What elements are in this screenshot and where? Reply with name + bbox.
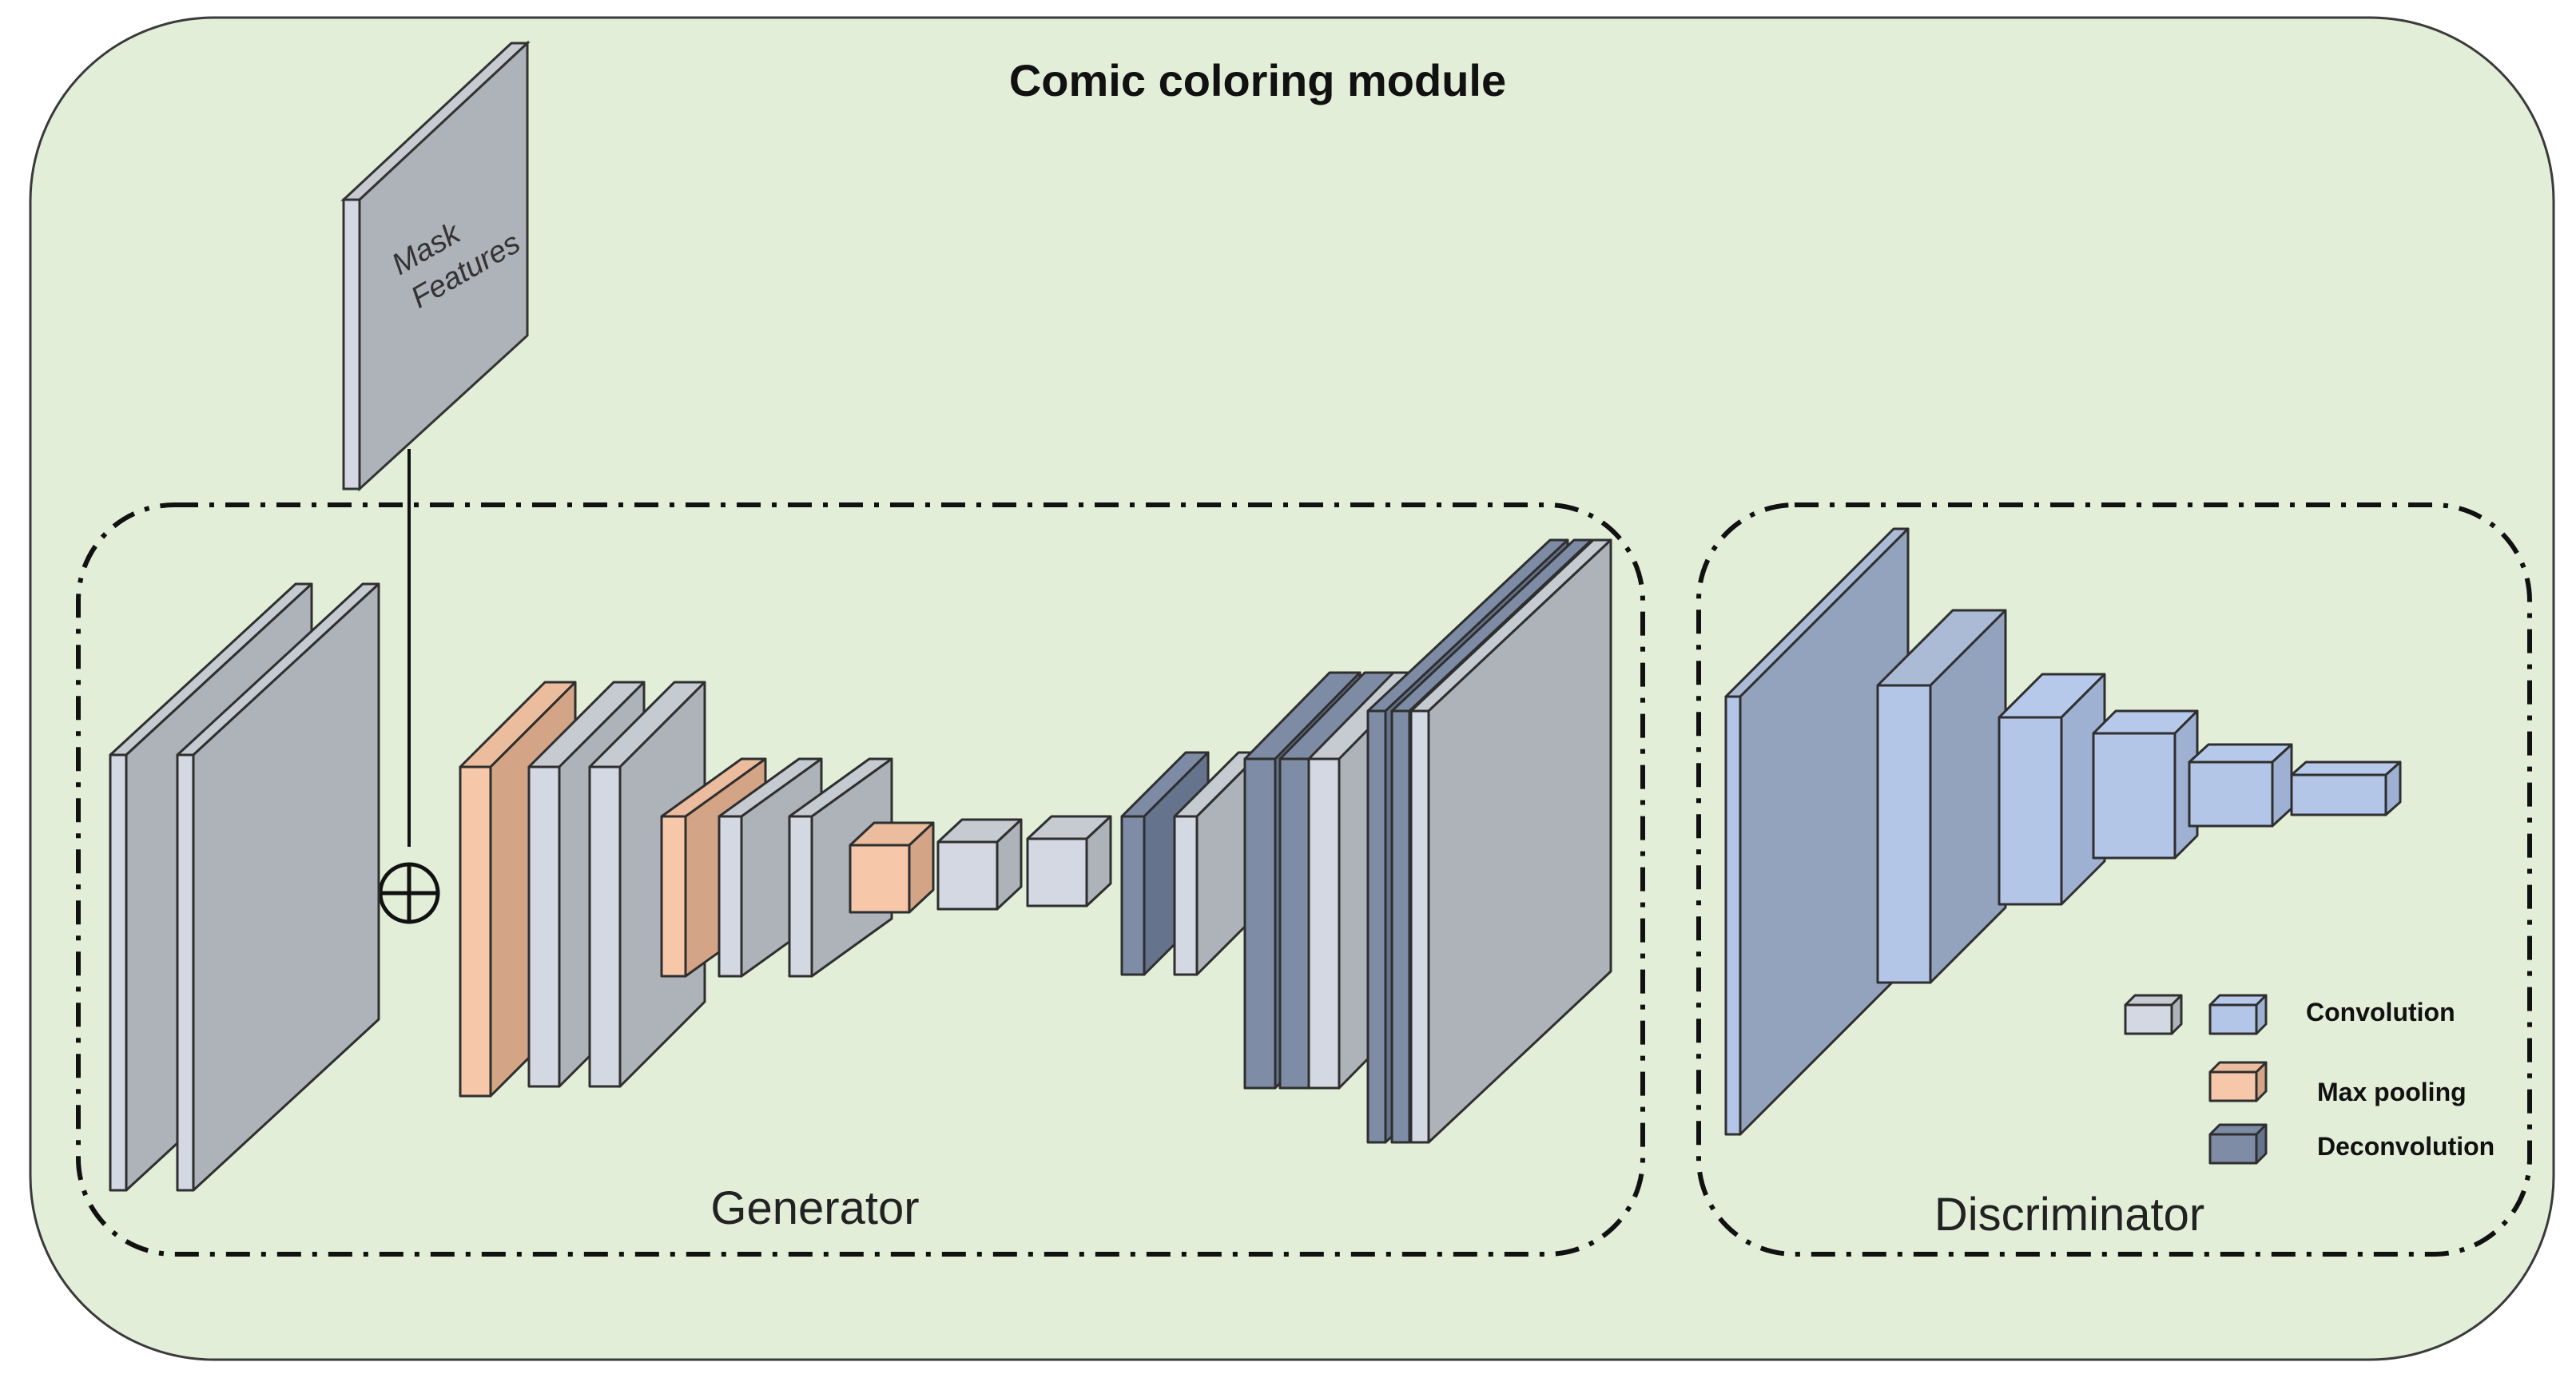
discriminator-region	[1696, 502, 2532, 1257]
output-layer	[1409, 538, 1612, 1144]
disc-layer-2	[1876, 609, 2007, 984]
disc-layer-3	[1998, 673, 2106, 906]
legend-label-max-pooling: Max pooling	[2317, 1078, 2467, 1106]
disc-layer-4	[2092, 709, 2199, 860]
input-layer-2	[176, 582, 380, 1192]
generator-region	[76, 502, 1645, 1257]
add-operator-icon	[378, 862, 440, 924]
legend-label-deconvolution: Deconvolution	[2317, 1132, 2495, 1161]
mask-features-layer: Mask Features	[340, 40, 531, 492]
module-title: Comic coloring module	[1009, 55, 1506, 105]
bottleneck-conv-2	[1026, 815, 1112, 907]
disc-layer-5	[2188, 743, 2293, 828]
discriminator-label: Discriminator	[1934, 1189, 2204, 1241]
convolution-block-icon	[2124, 994, 2183, 1035]
network-layers	[109, 527, 2402, 1192]
legend: Convolution Max pooling Deconvolution	[2124, 994, 2495, 1165]
bottleneck-pool	[849, 821, 935, 914]
convolution-block-icon	[2208, 994, 2268, 1035]
disc-layer-1	[1724, 527, 1910, 1136]
max-pooling-block-icon	[2208, 1061, 2268, 1102]
disc-layer-6	[2290, 761, 2402, 816]
bottleneck-conv-1	[936, 818, 1023, 911]
generator-label: Generator	[710, 1182, 919, 1234]
deconvolution-block-icon	[2208, 1123, 2268, 1165]
legend-label-convolution: Convolution	[2306, 998, 2455, 1027]
